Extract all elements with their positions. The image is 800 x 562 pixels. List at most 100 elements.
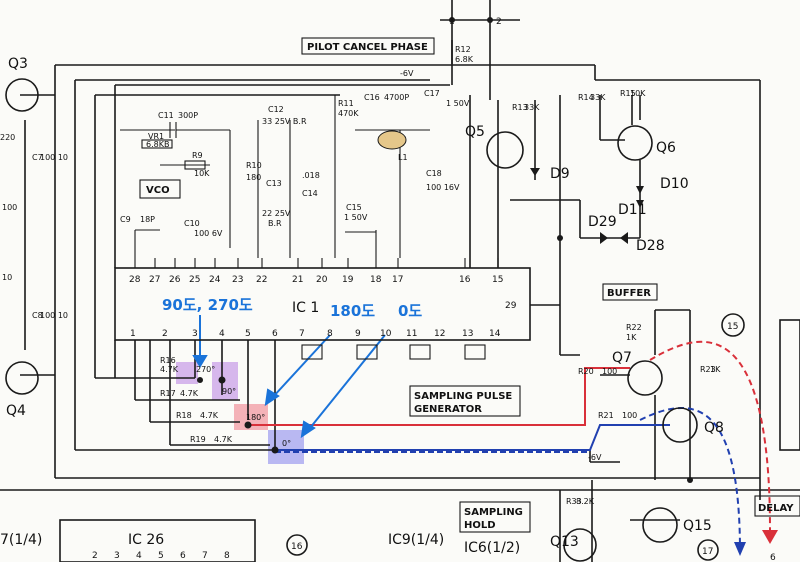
q4-symbol (5, 361, 39, 395)
vr1-label: VR1 (148, 132, 164, 141)
c15-value: 1 50V (344, 213, 368, 222)
r220-label: 220 (0, 133, 15, 142)
r20-value: 100 (602, 367, 617, 376)
cap-value-100: 100 (2, 203, 17, 212)
ic26-pin-2: 2 (92, 551, 98, 561)
r13-label: R13 (512, 103, 528, 112)
c12-value: 33 25V B.R (262, 117, 307, 126)
pin-6: 6 (272, 329, 278, 339)
ic1-label: IC 1 (292, 300, 319, 316)
ic1-bottom-pins: 1 2 3 4 5 6 7 8 9 10 11 12 13 14 (130, 329, 501, 339)
node-2: 2 (496, 17, 502, 27)
annotation-0: 0도 (398, 302, 422, 320)
c12-label: C12 (268, 105, 284, 114)
right-edge-box (779, 319, 800, 451)
pin-22: 22 (256, 275, 267, 285)
ic26-pins: 2 3 4 5 6 7 8 (92, 551, 230, 561)
r15-value: 10K (630, 89, 646, 98)
node-15: 15 (727, 322, 738, 332)
mark-0: 0° (282, 439, 291, 448)
pin-27: 27 (149, 275, 160, 285)
pin-17: 17 (392, 275, 403, 285)
q15-symbol (642, 507, 678, 543)
delay-label: DELAY (758, 503, 794, 514)
r13-value: 33K (524, 103, 540, 112)
c15-label: C15 (346, 203, 362, 212)
l1-label: L1 (398, 153, 408, 162)
c11-value: 300P (178, 111, 198, 120)
ic26-pin-4: 4 (136, 551, 142, 561)
junction-dots (197, 17, 693, 483)
pin-19: 19 (342, 275, 354, 285)
node17-circle (697, 539, 719, 561)
r22-value: 1K (626, 333, 637, 342)
vco-box (139, 179, 181, 199)
ic1-pin-lines (134, 258, 499, 268)
cap-value-10: 10 (2, 273, 12, 282)
ic26-pin-8: 8 (224, 551, 230, 561)
vr1-value: 6.8KB (146, 140, 169, 149)
r10-value: 180 (246, 173, 261, 182)
sh-label-2: HOLD (464, 520, 496, 531)
c7-label: C7 (32, 153, 43, 162)
pin-12: 12 (434, 329, 445, 339)
spg-box (409, 385, 521, 417)
l1-inductor (377, 130, 407, 150)
r14-value: 33K (590, 93, 606, 102)
c14-value: .018 (302, 171, 320, 180)
pin-28: 28 (129, 275, 141, 285)
d29-label: D29 (588, 214, 617, 230)
pin-21: 21 (292, 275, 303, 285)
node15-circle (721, 313, 745, 337)
q8-symbol (662, 407, 698, 443)
r33-value: 8.2K (576, 497, 595, 506)
c14-label: C14 (302, 189, 318, 198)
ic7-label: 7(1/4) (0, 532, 42, 548)
pin-4: 4 (219, 329, 225, 339)
spg-label-1: SAMPLING PULSE (414, 391, 512, 402)
c13-label: C13 (266, 179, 282, 188)
delay-box (754, 495, 800, 517)
ic26-pin-5: 5 (158, 551, 164, 561)
pin-1: 1 (130, 329, 136, 339)
ic6-label: IC6(1/2) (464, 540, 520, 556)
c17-value: 1 50V (446, 99, 470, 108)
sh-label-1: SAMPLING (464, 507, 523, 518)
q8-label: Q8 (704, 420, 724, 436)
r19-label: R19 (190, 435, 206, 444)
ic26-pin-7: 7 (202, 551, 208, 561)
pin-15: 15 (492, 275, 503, 285)
r21-value: 100 (622, 411, 637, 420)
annotation-90-270: 90도, 270도 (162, 296, 253, 314)
c13-value: 22 25V (262, 209, 291, 218)
pin-13: 13 (462, 329, 473, 339)
node-1: 1 (449, 17, 455, 27)
transistor-symbols (5, 78, 745, 562)
q6-label: Q6 (656, 140, 676, 156)
c18-label: C18 (426, 169, 442, 178)
node-17: 17 (702, 547, 713, 557)
buffer-label: BUFFER (607, 288, 651, 299)
r11-value: 470K (338, 109, 359, 118)
ic26-pin-6: 6 (180, 551, 186, 561)
r15-label: R15 (620, 89, 636, 98)
diode-symbols (530, 168, 644, 244)
r12-label: R12 (455, 45, 471, 54)
pin-18: 18 (370, 275, 382, 285)
r18-label: R18 (176, 411, 192, 420)
r11-label: R11 (338, 99, 354, 108)
pin-7: 7 (299, 329, 305, 339)
c17-label: C17 (424, 89, 440, 98)
spg-label-2: GENERATOR (414, 404, 482, 415)
pin-11: 11 (406, 329, 417, 339)
r23-label: R23 (700, 365, 716, 374)
q7-label: Q7 (612, 350, 632, 366)
r17-value: 4.7K (180, 389, 199, 398)
d9-label: D9 (550, 166, 570, 182)
r14-label: R14 (578, 93, 594, 102)
q7-symbol (627, 360, 663, 396)
pin-16: 16 (459, 275, 471, 285)
